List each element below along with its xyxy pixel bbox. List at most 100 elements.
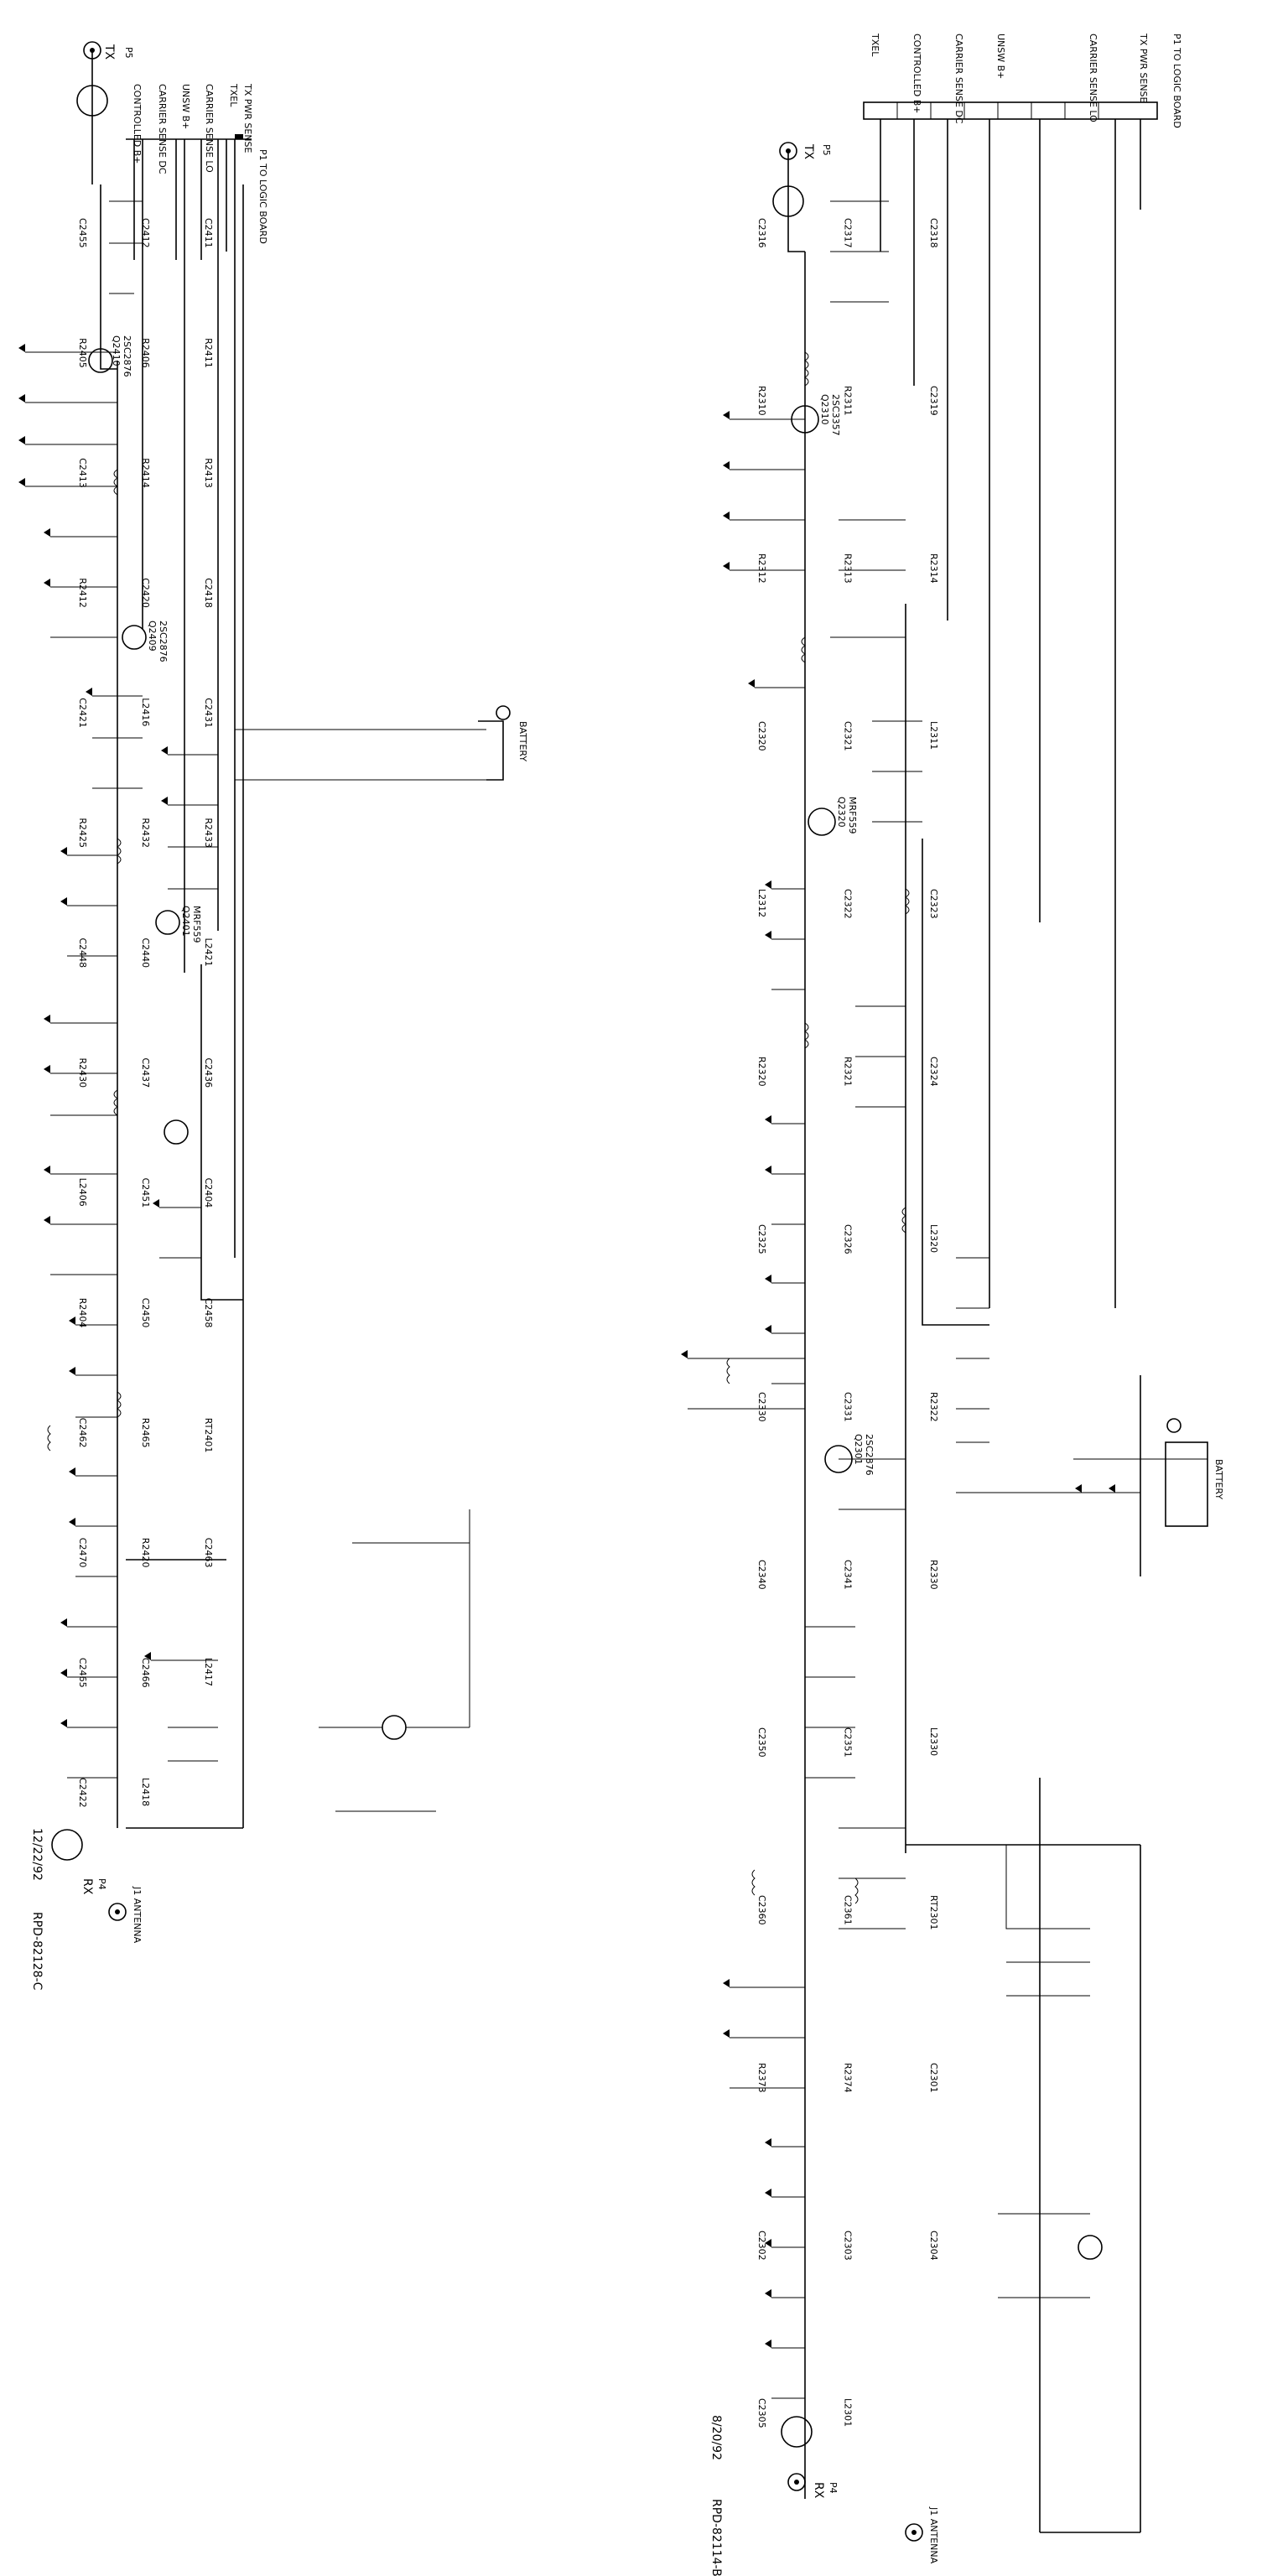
right-transistor-type-1: 2SC3357	[830, 394, 841, 436]
component-label: C2421	[77, 698, 88, 728]
right-bus-label-3: CARRIER SENSE DC	[953, 34, 964, 124]
left-bus-label-2: CONTROLLED B+	[132, 84, 143, 164]
component-label: C2318	[928, 218, 939, 248]
right-antenna-label: J1 ANTENNA	[928, 2506, 939, 2564]
left-port-rx: RX P4 J1 ANTENNA	[51, 1829, 143, 1944]
left-schematic: TX P5 RX P4 J1 ANTENNA BATTERY P1 TO LOG…	[18, 41, 528, 1991]
left-transistor-label-2: Q2409	[147, 621, 158, 652]
component-label: R2312	[756, 553, 767, 584]
component-label: C2324	[928, 1057, 939, 1087]
right-rx-label: RX	[812, 2482, 825, 2499]
right-date: 8/20/92	[709, 2415, 723, 2460]
component-label: C2341	[843, 1560, 854, 1590]
right-transistor-label-2: Q2320	[836, 797, 847, 828]
component-label: C2319	[928, 386, 939, 416]
right-transistor-label-3: Q2301	[853, 1434, 864, 1465]
component-label: R2404	[77, 1298, 88, 1328]
component-label: R2373	[756, 2063, 767, 2093]
component-label: R2320	[756, 1057, 767, 1087]
component-label: C2462	[77, 1418, 88, 1448]
right-transistor-2	[808, 808, 836, 836]
left-date: 12/22/92	[30, 1828, 44, 1881]
component-label: R2322	[928, 1392, 939, 1422]
right-tx-label: TX	[802, 143, 815, 160]
left-bus-label-1: TXEL	[228, 83, 239, 107]
right-transistor-3	[824, 1445, 853, 1473]
component-label: L2311	[928, 721, 939, 750]
left-thermistor	[382, 1715, 407, 1740]
component-label: C2466	[140, 1658, 151, 1688]
component-label: C2465	[77, 1658, 88, 1688]
right-doc-id: RPD-82114-B	[709, 2499, 723, 2576]
component-label: C2305	[756, 2398, 767, 2428]
component-label: C2463	[203, 1538, 214, 1568]
right-transistor-type-2: MRF559	[847, 797, 858, 834]
component-label: C2440	[140, 938, 151, 969]
component-label: C2322	[843, 889, 854, 919]
left-transistor-label-3: Q2401	[180, 906, 191, 937]
left-transistor-2	[122, 625, 147, 650]
left-port-tx: TX P5	[83, 41, 134, 60]
left-transistor-label-1: Q2410	[111, 335, 122, 366]
component-label: R2414	[140, 458, 151, 488]
component-label: RT2401	[203, 1418, 214, 1453]
right-p4-label: P4	[828, 2482, 839, 2494]
component-label: C2361	[843, 1895, 854, 1925]
right-connector-box	[863, 101, 1158, 120]
right-schematic: TX P5 RX P4 J1 ANTENNA BATTERY P1 TO LOG…	[681, 33, 1224, 2576]
component-label: C2317	[843, 218, 854, 248]
left-bus-label-3: CARRIER SENSE DC	[157, 84, 168, 174]
right-transistor-label-1: Q2310	[819, 394, 830, 425]
component-label: C2325	[756, 1224, 767, 1254]
component-label: C2436	[203, 1058, 214, 1088]
component-label: R2406	[140, 338, 151, 368]
right-thermistor	[1078, 2235, 1103, 2260]
component-label: C2331	[843, 1392, 854, 1422]
component-label: L2301	[843, 2398, 854, 2427]
left-transistor-4	[164, 1119, 189, 1145]
right-port-tx: TX P5	[772, 142, 832, 217]
component-label: C2326	[843, 1224, 854, 1254]
right-bus-label-6: TX PWR SENSE	[1138, 33, 1149, 103]
component-label: C2450	[140, 1298, 151, 1328]
component-label: C2320	[756, 721, 767, 751]
right-port-rx: RX P4 J1 ANTENNA	[781, 2416, 939, 2564]
component-label: L2312	[756, 889, 767, 917]
component-label: C2404	[203, 1178, 214, 1208]
component-label: C2330	[756, 1392, 767, 1422]
left-connector-header: P1 TO LOGIC BOARD	[257, 149, 268, 244]
component-label: C2340	[756, 1560, 767, 1590]
component-label: L2416	[140, 698, 151, 726]
component-label: C2316	[756, 218, 767, 248]
component-label: R2411	[203, 338, 214, 368]
component-label: R2430	[77, 1058, 88, 1088]
left-transistor-1	[88, 348, 113, 373]
component-label: C2451	[140, 1178, 151, 1208]
component-label: R2420	[140, 1538, 151, 1568]
right-connector-header: P1 TO LOGIC BOARD	[1171, 34, 1182, 128]
component-label: R2432	[140, 818, 151, 848]
right-battery: BATTERY	[1165, 1418, 1224, 1527]
component-label: C2411	[203, 218, 214, 248]
component-label: C2301	[928, 2063, 939, 2093]
component-label: C2321	[843, 721, 854, 751]
component-label: L2330	[928, 1727, 939, 1756]
left-battery-box	[478, 720, 504, 781]
component-label: L2320	[928, 1224, 939, 1253]
component-label: C2455	[77, 218, 88, 248]
component-label: C2431	[203, 698, 214, 728]
component-label: R2405	[77, 338, 88, 368]
component-label: RT2301	[928, 1895, 939, 1930]
right-bus-label-1: TXEL	[870, 33, 880, 57]
component-label: C2470	[77, 1538, 88, 1568]
left-bus-label-6: TX PWR SENSE	[242, 83, 253, 153]
component-label: C2412	[140, 218, 151, 248]
component-label: R2413	[203, 458, 214, 488]
component-label: L2417	[203, 1658, 214, 1686]
left-p4-label: P4	[96, 1878, 107, 1890]
component-label: C2304	[928, 2231, 939, 2261]
component-label: C2413	[77, 458, 88, 488]
